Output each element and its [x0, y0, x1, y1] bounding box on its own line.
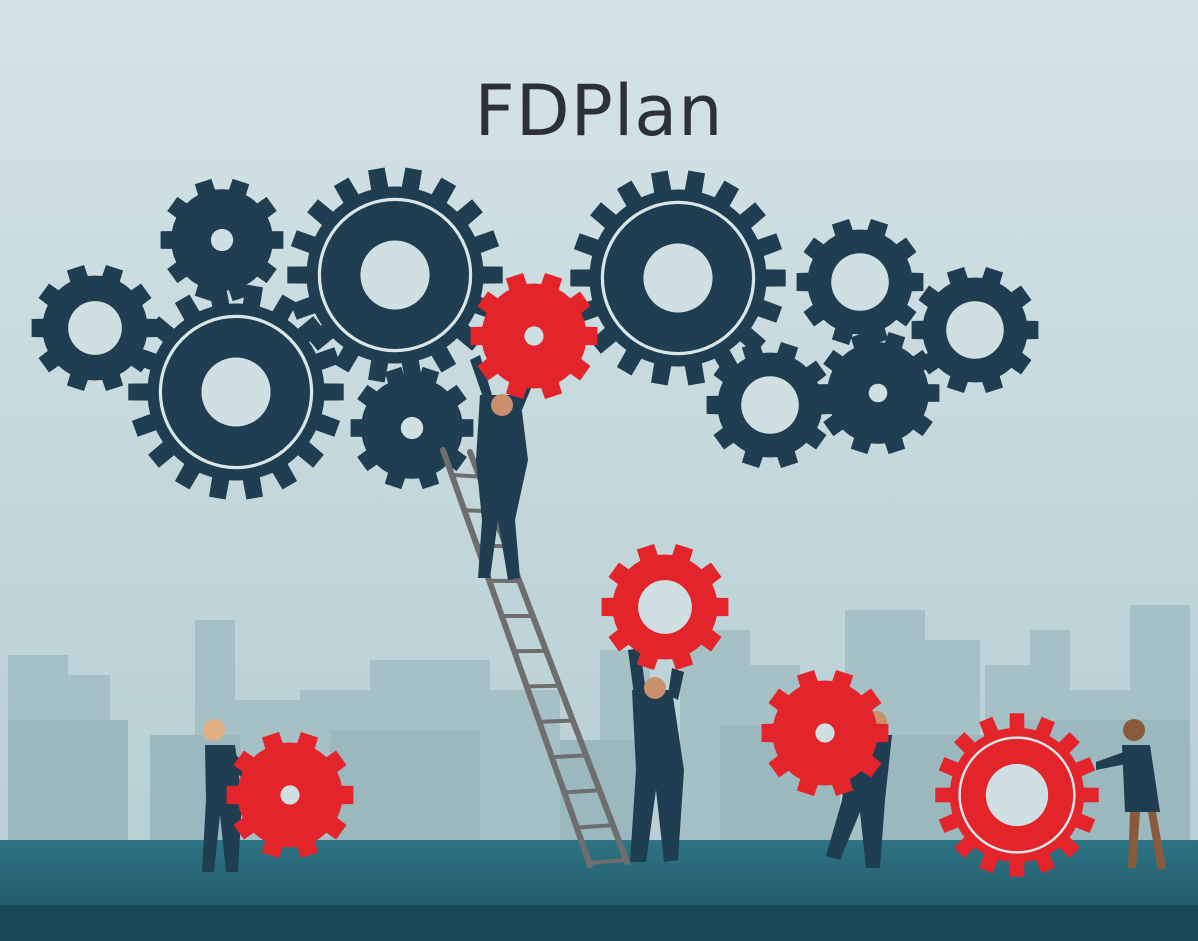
dark-gear	[287, 167, 503, 383]
red-gear	[761, 670, 889, 796]
dark-gear	[816, 331, 940, 455]
woman-pushing-gear	[1096, 719, 1166, 870]
dark-gear	[796, 219, 924, 345]
red-gears	[226, 273, 1099, 877]
red-gear	[935, 713, 1099, 877]
dark-gear	[128, 284, 344, 500]
red-gear	[601, 544, 729, 670]
red-gear	[470, 273, 598, 399]
dark-gear	[911, 267, 1039, 393]
red-gear	[226, 732, 354, 858]
dark-gears-cluster	[31, 167, 1039, 500]
dark-gear	[706, 342, 834, 468]
dark-gear	[350, 366, 474, 490]
ground-shadow-strip	[0, 905, 1198, 941]
dark-gear	[160, 178, 284, 302]
dark-gear	[570, 170, 786, 386]
person-lifting-gear-center	[628, 648, 684, 862]
page-title: FDPlan	[474, 70, 724, 152]
dark-gear	[31, 265, 159, 391]
